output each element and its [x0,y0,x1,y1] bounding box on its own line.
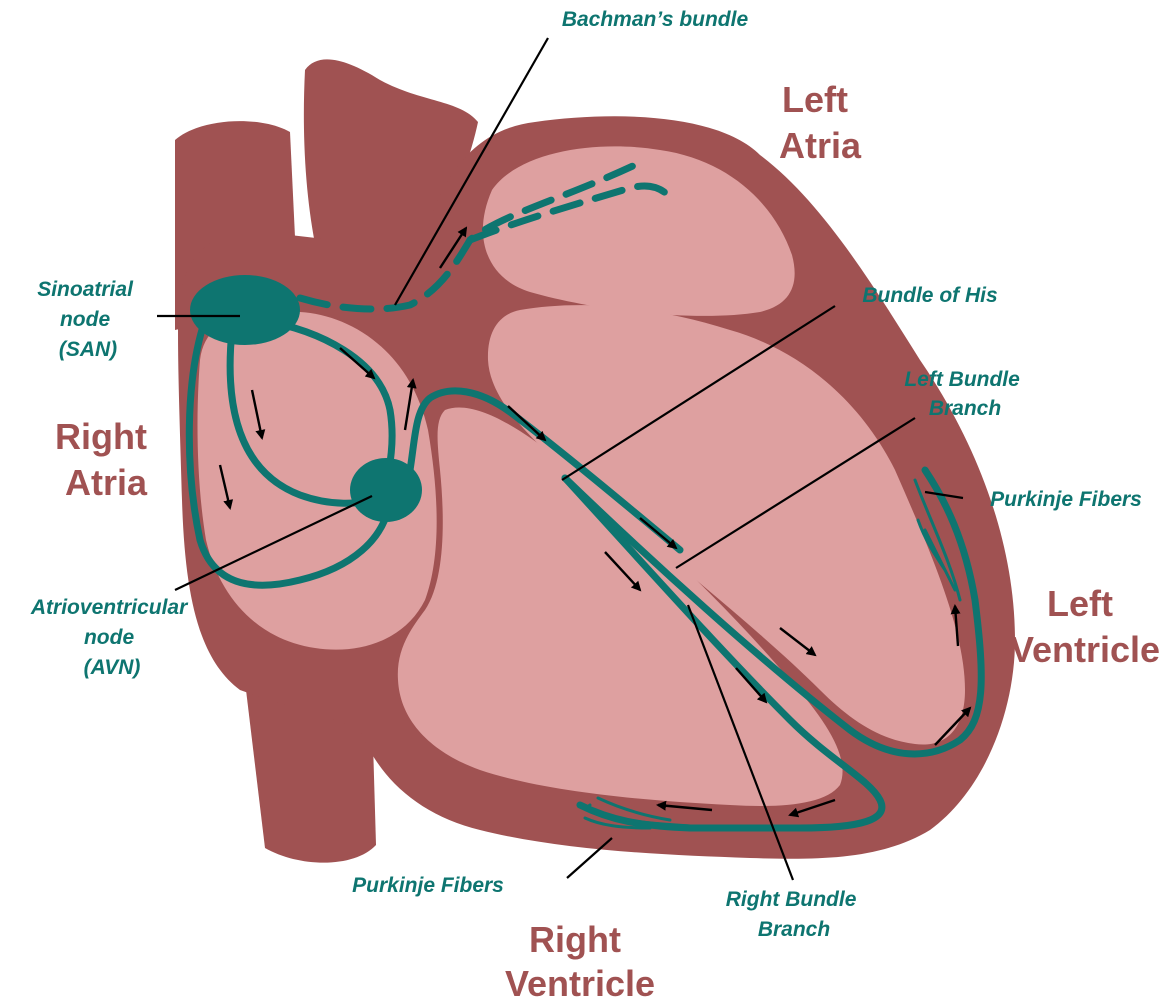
sinoatrial-node-label: Sinoatrial node (SAN) [37,278,139,361]
atrioventricular-node [350,458,422,522]
sinoatrial-node [190,275,300,345]
atrioventricular-node-label: Atrioventricular node (AVN) [30,596,193,679]
purkinje-fibers-bottom-label: Purkinje Fibers [352,874,504,897]
right-atria-label: Right Atria [55,416,157,503]
purkinje-fibers-left-label: Purkinje Fibers [990,488,1142,511]
left-atria-label: Left Atria [779,79,862,166]
bundle-of-his-label: Bundle of His [862,284,997,307]
bachmans-bundle-label: Bachman’s bundle [562,8,749,31]
right-ventricle-label: Right Ventricle [505,919,655,1002]
left-ventricle-label: Left Ventricle [1010,583,1160,670]
right-bundle-branch-label: Right Bundle Branch [726,888,863,941]
